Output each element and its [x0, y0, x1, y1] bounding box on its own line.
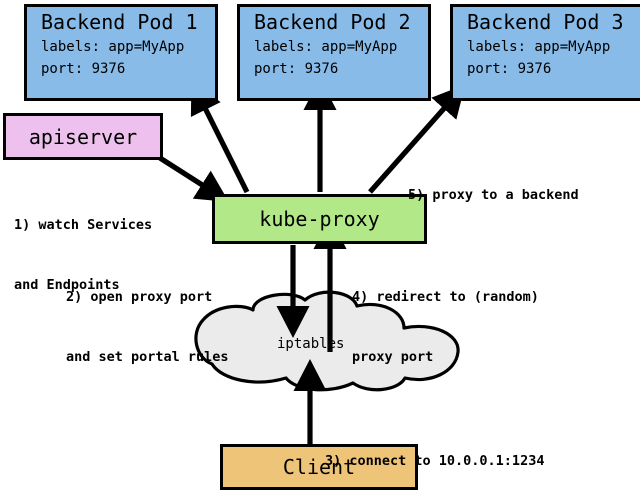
edge-label-4-line2: proxy port: [352, 349, 434, 365]
client-box[interactable]: Client: [220, 444, 418, 490]
backend-pod-3-box[interactable]: Backend Pod 3 labels: app=MyApp port: 93…: [450, 4, 640, 101]
apiserver-box[interactable]: apiserver: [3, 113, 163, 160]
client-label: Client: [282, 455, 356, 479]
kube-proxy-box[interactable]: kube-proxy: [212, 194, 427, 244]
backend-pod-2-box[interactable]: Backend Pod 2 labels: app=MyApp port: 93…: [237, 4, 431, 101]
edge-label-5: 5) proxy to a backend: [408, 145, 579, 225]
backend-pod-1-labels: labels: app=MyApp: [41, 39, 185, 55]
backend-pod-3-port: port: 9376: [467, 61, 552, 77]
edge-label-4-line1: 4) redirect to (random): [352, 289, 539, 305]
edge-label-2: 2) open proxy port and set portal rules: [66, 247, 229, 387]
edge-label-1-line1: 1) watch Services: [14, 217, 153, 233]
backend-pod-1-port: port: 9376: [41, 61, 126, 77]
backend-pod-2-labels: labels: app=MyApp: [254, 39, 398, 55]
backend-pod-1-title: Backend Pod 1: [41, 10, 198, 34]
edge-label-3: 3) connect to 10.0.0.1:1234: [325, 411, 544, 491]
backend-pod-2-title: Backend Pod 2: [254, 10, 411, 34]
backend-pod-2-port: port: 9376: [254, 61, 339, 77]
iptables-cloud: [194, 290, 460, 392]
edge-label-1-line2: and Endpoints: [14, 277, 120, 293]
kube-proxy-label: kube-proxy: [259, 207, 380, 231]
backend-pod-1-box[interactable]: Backend Pod 1 labels: app=MyApp port: 93…: [24, 4, 218, 101]
edge-label-5-line1: 5) proxy to a backend: [408, 187, 579, 203]
edge-label-1: 1) watch Services and Endpoints: [14, 175, 152, 315]
edge-label-4: 4) redirect to (random) proxy port: [352, 247, 539, 387]
backend-pod-3-title: Backend Pod 3: [467, 10, 624, 34]
arrow-apiserver-to-kubeproxy: [158, 155, 229, 202]
edge-label-2-line1: 2) open proxy port: [66, 289, 213, 305]
backend-pod-3-labels: labels: app=MyApp: [467, 39, 611, 55]
iptables-label: iptables: [277, 336, 345, 352]
edge-label-2-line2: and set portal rules: [66, 349, 229, 365]
arrow-kubeproxy-to-pod1: [190, 80, 250, 194]
apiserver-label: apiserver: [28, 124, 138, 149]
edge-label-3-line1: 3) connect to 10.0.0.1:1234: [325, 453, 545, 469]
arrow-kubeproxy-to-pod3: [368, 84, 466, 194]
